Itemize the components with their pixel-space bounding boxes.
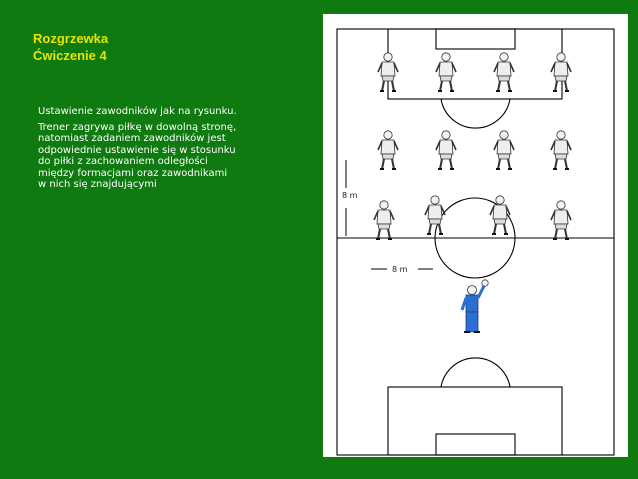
player-midfielder-3	[493, 129, 515, 170]
player-forward-2	[435, 51, 457, 92]
player-defender-4	[550, 199, 572, 240]
exercise-description: Ustawienie zawodników jak na rysunku. Tr…	[38, 106, 238, 195]
player-forward-3	[493, 51, 515, 92]
horizontal-measure-label: 8 m	[392, 265, 408, 274]
pitch-diagram: 8 m 8 m	[336, 28, 615, 456]
player-forward-4	[550, 51, 572, 92]
player-defender-1	[373, 199, 395, 240]
coach-figure	[460, 279, 489, 333]
vertical-measure-label: 8 m	[342, 191, 358, 200]
pitch-lines	[336, 28, 615, 456]
player-defender-3	[489, 194, 511, 235]
player-midfielder-4	[550, 129, 572, 170]
player-midfielder-2	[435, 129, 457, 170]
slide-title: Rozgrzewka Ćwiczenie 4	[33, 30, 108, 64]
title-line-1: Rozgrzewka	[33, 31, 109, 46]
description-paragraph-2: Trener zagrywa piłkę w dowolną stronę, n…	[38, 121, 237, 191]
player-midfielder-1	[377, 129, 399, 170]
pitch-diagram-panel: 8 m 8 m	[323, 14, 628, 457]
description-paragraph-1: Ustawienie zawodników jak na rysunku.	[38, 106, 237, 117]
ball-icon	[481, 279, 489, 287]
player-defender-2	[424, 194, 446, 235]
title-line-2: Ćwiczenie 4	[33, 48, 107, 63]
